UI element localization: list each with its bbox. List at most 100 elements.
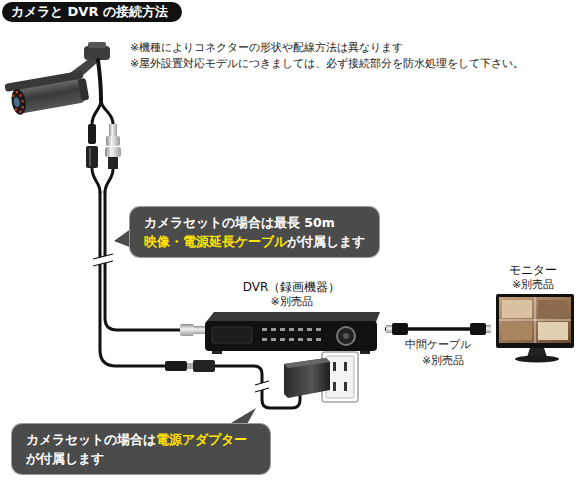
callout-box: カメラセットの場合は最長 50m 映像・電源延長ケーブルが付属します	[130, 207, 379, 257]
connector-plugs	[165, 361, 187, 371]
monitor-device: モニター※別売品	[490, 263, 576, 365]
dvr-illustration	[360, 351, 370, 354]
dvr-illustration	[337, 327, 355, 345]
camera-illustration	[4, 70, 83, 92]
connector-plugs	[88, 124, 96, 144]
camera-illustration	[78, 78, 90, 101]
connector-plugs	[105, 147, 121, 157]
dvr-illustration	[262, 328, 267, 331]
connector-plugs	[109, 124, 117, 136]
connector-plugs	[108, 157, 118, 169]
note-text: ※機種によりコネクターの形状や配線方法は異なります	[130, 41, 403, 55]
power-adapter	[284, 358, 330, 398]
camera-illustration	[88, 42, 106, 48]
camera-cable	[105, 169, 113, 192]
camera-illustration	[21, 106, 24, 109]
node-text: ※別売品	[270, 295, 312, 308]
dvr-illustration	[289, 328, 294, 331]
monitor-illustration	[538, 322, 568, 340]
text-line: カメラセットの場合は電源アダプター	[26, 430, 256, 449]
camera-illustration	[10, 88, 28, 116]
title-banner: カメラと DVR の接続方法	[2, 2, 182, 22]
dvr-illustration	[280, 328, 285, 331]
highlight-text: 映像・電源延長ケーブル	[144, 234, 287, 249]
monitor-illustration	[538, 300, 568, 318]
connector-plugs	[194, 326, 205, 334]
dvr-illustration	[298, 338, 303, 341]
monitor-illustration	[515, 356, 559, 363]
power-adapter	[284, 358, 330, 368]
camera-illustration	[14, 108, 17, 111]
node-text: DVR（録画機器）	[243, 280, 341, 294]
dvr-illustration	[307, 328, 312, 331]
camera-illustration	[19, 110, 22, 113]
note-text: ※屋外設置対応モデルにつきましては、必ず接続部分を防水処理をして下さい。	[130, 57, 524, 71]
hdmi-plug	[386, 323, 491, 335]
camera-cable	[98, 60, 101, 100]
camera-illustration	[13, 97, 21, 108]
camera-cable	[92, 168, 100, 192]
cable-label: 中間ケーブル	[403, 338, 473, 352]
connector-plugs	[89, 148, 91, 166]
camera-illustration	[12, 94, 15, 97]
dvr-device: DVR（録画機器）※別売品	[198, 280, 385, 358]
node-text: カメラセットの場合は	[26, 432, 156, 447]
monitor-illustration	[502, 300, 532, 318]
monitor-illustration	[496, 294, 574, 348]
camera-cable	[92, 60, 300, 408]
node-text: モニター	[509, 263, 557, 277]
dvr-illustration	[298, 328, 303, 331]
cable-break-mark	[93, 254, 113, 266]
cable-break-mark	[93, 254, 113, 266]
wall-outlet	[333, 362, 336, 371]
highlight-text: 電源アダプター	[156, 432, 247, 447]
power-adapter	[284, 358, 330, 398]
camera-illustration	[21, 100, 24, 103]
hdmi-plug	[392, 323, 408, 335]
dvr-illustration	[343, 333, 349, 339]
dvr-illustration	[316, 338, 321, 341]
node-text: ※別売品	[512, 278, 554, 291]
node-text: カメラセットの場合は最長 50m	[144, 215, 335, 230]
text-line: ※別売品	[198, 295, 385, 309]
dvr-illustration	[289, 338, 294, 341]
camera-cable	[92, 100, 101, 124]
connector-plugs	[180, 324, 194, 336]
cable-break-mark	[255, 381, 269, 392]
part-label: ※別売品	[422, 354, 464, 368]
dvr-illustration	[307, 338, 312, 341]
dvr-illustration	[205, 321, 377, 351]
camera-illustration	[4, 42, 110, 117]
text-line: 映像・電源延長ケーブルが付属します	[144, 232, 365, 251]
wall-outlet	[326, 356, 354, 398]
text-line: モニター	[490, 263, 576, 278]
dvr-illustration	[280, 338, 285, 341]
node-text: が付属します	[287, 234, 365, 249]
wall-outlet	[333, 382, 336, 391]
cable-break-mark	[255, 381, 269, 392]
dvr-illustration	[262, 338, 267, 341]
dvr-illustration	[212, 351, 222, 354]
node-text: が付属します	[26, 451, 104, 466]
dvr-illustration	[316, 328, 321, 331]
hdmi-plug	[486, 325, 491, 333]
camera-illustration	[4, 70, 89, 117]
text-line: DVR（録画機器）	[198, 280, 385, 295]
wall-outlet	[344, 382, 347, 391]
dvr-illustration	[205, 312, 380, 354]
dvr-illustration	[206, 312, 380, 322]
connector-plugs	[86, 146, 98, 168]
monitor-illustration	[499, 297, 571, 343]
callout-box: カメラセットの場合は電源アダプターが付属します	[12, 424, 270, 474]
callout-pointer	[114, 228, 256, 426]
connector-plugs	[193, 360, 215, 372]
connector-plugs	[187, 363, 193, 369]
text-line: カメラセットの場合は最長 50m	[144, 213, 365, 232]
connector-plugs	[106, 136, 120, 146]
dvr-illustration	[271, 328, 276, 331]
dvr-illustration	[212, 327, 252, 343]
wall-outlet	[344, 362, 347, 371]
camera-illustration	[19, 94, 22, 97]
text-line: ※別売品	[490, 278, 576, 292]
